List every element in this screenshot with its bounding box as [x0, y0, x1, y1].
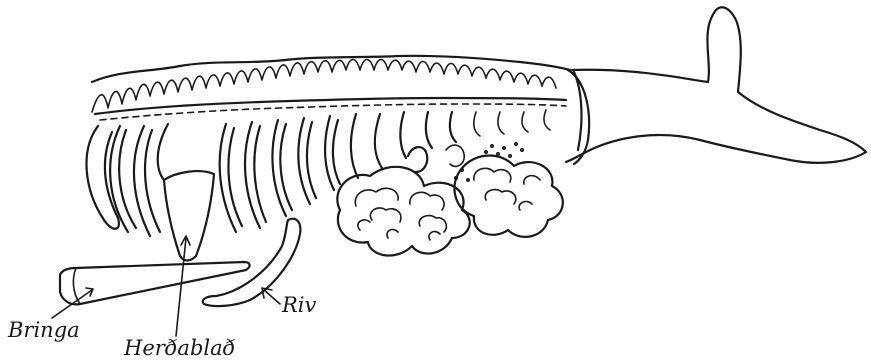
bringa-arrow [52, 290, 92, 318]
herdablad-arrow [176, 238, 186, 336]
label-herdablad: Herðablað [124, 338, 235, 359]
label-bringa: Bringa [8, 320, 80, 341]
rib-cage [87, 110, 550, 236]
breastbone [60, 262, 250, 304]
caudal-band [568, 70, 589, 164]
riv-arrow [264, 290, 280, 304]
label-riv: Riv [282, 295, 316, 316]
shoulder-blade [164, 171, 214, 260]
tail-fluke [566, 7, 866, 163]
organ-cluster [337, 143, 563, 256]
